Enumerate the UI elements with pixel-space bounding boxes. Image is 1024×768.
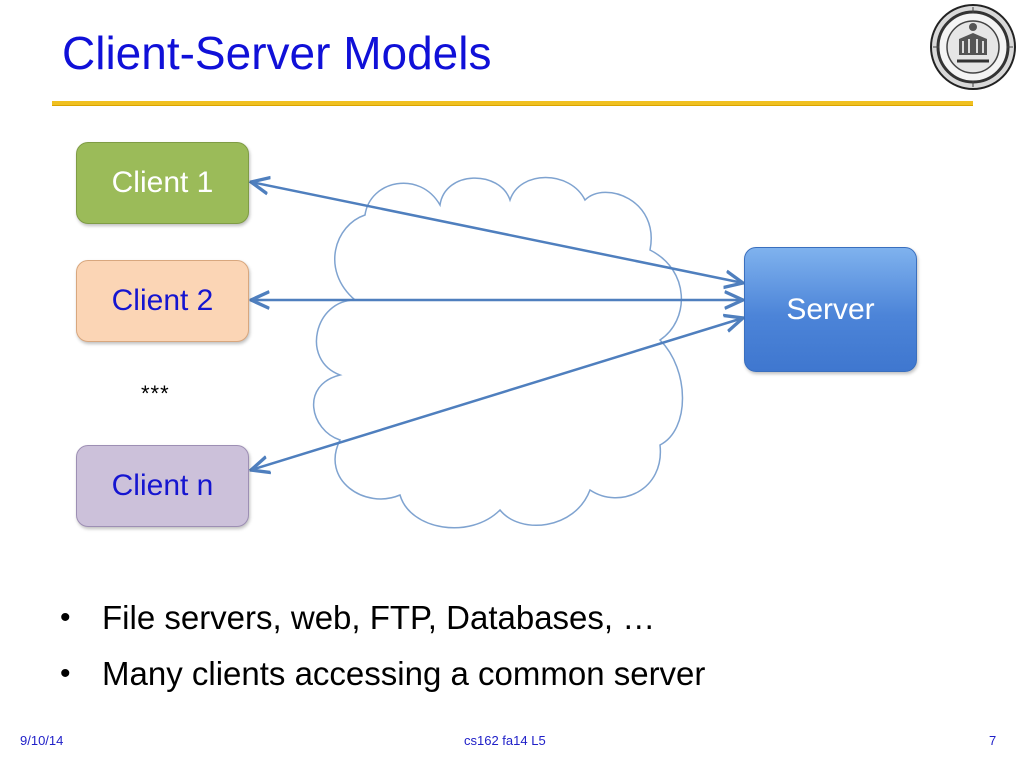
bullet-text: Many clients accessing a common server [102,655,706,692]
bullet-item: • File servers, web, FTP, Databases, … [58,590,705,646]
footer-page-number: 7 [989,733,997,748]
clients-ellipsis: *** [141,381,170,406]
arrow-clientn-server [251,318,743,470]
bullet-icon: • [60,657,71,690]
page-title: Client-Server Models [62,27,492,79]
footer-course: cs162 fa14 L5 [464,733,546,748]
footer-date: 9/10/14 [20,733,64,748]
server-box: Server [744,247,917,372]
university-seal-icon [930,4,1016,90]
bullet-text: File servers, web, FTP, Databases, … [102,599,656,636]
arrow-client1-server [251,182,743,283]
client-1-box: Client 1 [76,142,249,224]
bullet-list: • File servers, web, FTP, Databases, … • M… [58,590,705,702]
title-divider [52,101,973,106]
bullet-item: • Many clients accessing a common server [58,646,705,702]
bullet-icon: • [60,601,71,634]
client-n-box: Client n [76,445,249,527]
client-2-box: Client 2 [76,260,249,342]
